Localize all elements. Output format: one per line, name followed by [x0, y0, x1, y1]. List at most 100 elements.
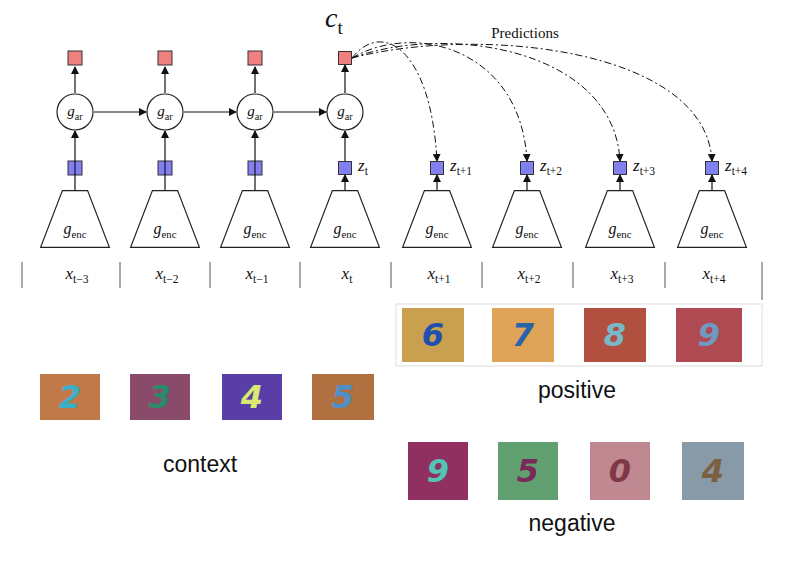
subscript: t−2 [163, 273, 179, 286]
symbol: x [610, 264, 618, 283]
subscript: enc [433, 228, 448, 240]
position-label: xt+1 [427, 264, 450, 286]
separator-tick [300, 262, 301, 288]
prediction-arrow [352, 42, 437, 161]
prediction-arrow [352, 44, 712, 161]
digit-glyph: 9 [698, 316, 720, 354]
digit-glyph: 3 [149, 378, 171, 416]
subscript: enc [341, 228, 356, 240]
autoregressive-cell: gar [236, 93, 274, 131]
symbol: g [157, 103, 165, 119]
subscript: t [349, 273, 352, 286]
math-label: genc [700, 220, 723, 240]
subscript: ar [345, 111, 353, 122]
symbol: z [450, 156, 457, 175]
symbol: g [608, 220, 616, 237]
digit-glyph: 0 [609, 452, 631, 490]
flow-arrow [164, 131, 165, 190]
group-label: context [163, 451, 237, 478]
math-label: gar [67, 103, 82, 122]
math-label: zt+2 [540, 156, 562, 178]
flow-arrow [526, 175, 527, 190]
symbol: g [247, 103, 255, 119]
context-vector [248, 51, 262, 65]
vector-square: zt+4 [705, 161, 719, 175]
math-label: genc [153, 220, 176, 240]
group-label: positive [538, 377, 616, 404]
encoder-block: genc [40, 190, 110, 248]
autoregressive-cell: gar [146, 93, 184, 131]
context-images [40, 374, 374, 420]
prediction-arrow [352, 43, 527, 161]
subscript: t−3 [73, 273, 89, 286]
symbol: z [540, 156, 547, 175]
math-label: genc [63, 220, 86, 240]
math-label: genc [515, 220, 538, 240]
math-label: zt+3 [633, 156, 655, 178]
subscript: t+1 [457, 165, 473, 178]
output-arrow [164, 67, 165, 93]
digit-glyph: 5 [332, 378, 354, 416]
autoregressive-cell: gar [56, 93, 94, 131]
flow-arrow [74, 131, 75, 190]
position-label: xt+2 [517, 264, 540, 286]
symbol: g [700, 220, 708, 237]
digit-glyph: 6 [422, 316, 444, 354]
subscript: ar [75, 111, 83, 122]
symbol: x [65, 264, 73, 283]
flow-arrow [436, 175, 437, 190]
symbol: c [325, 2, 337, 33]
separator-tick [665, 262, 666, 288]
subscript: enc [616, 228, 631, 240]
math-label: ct [325, 2, 343, 39]
position-label: xt+4 [702, 264, 725, 286]
symbol: g [63, 220, 71, 237]
subscript: enc [708, 228, 723, 240]
prediction-arrow [352, 43, 620, 161]
predictions-label: Predictions [488, 25, 562, 42]
subscript: ar [165, 111, 173, 122]
math-label: genc [243, 220, 266, 240]
symbol: g [67, 103, 75, 119]
subscript: enc [523, 228, 538, 240]
math-label: genc [425, 220, 448, 240]
digit-glyph: 7 [512, 316, 534, 354]
position-label: xt−1 [245, 264, 268, 286]
encoder-block: genc [585, 190, 655, 248]
subscript: t+1 [435, 273, 451, 286]
encoder-block: genc [492, 190, 562, 248]
encoder-block: genc [402, 190, 472, 248]
symbol: x [245, 264, 253, 283]
digit-glyph: 4 [241, 378, 263, 416]
vector-square: ct [338, 51, 352, 65]
symbol: x [702, 264, 710, 283]
symbol: x [155, 264, 163, 283]
encoder-block: genc [310, 190, 380, 248]
flow-arrow [94, 111, 146, 112]
digit-glyph: 4 [702, 452, 724, 490]
output-arrow [74, 67, 75, 93]
math-label: gar [157, 103, 172, 122]
symbol: g [425, 220, 433, 237]
digit-glyph: 5 [517, 452, 539, 490]
flow-arrow [344, 131, 345, 161]
subscript: t [337, 17, 342, 38]
symbol: z [725, 156, 732, 175]
separator-tick [210, 262, 211, 288]
position-label: xt−2 [155, 264, 178, 286]
subscript: t−1 [253, 273, 269, 286]
math-label: gar [337, 103, 352, 122]
position-label: xt [342, 264, 353, 286]
autoregressive-cell: gar [326, 93, 364, 131]
symbol: g [337, 103, 345, 119]
math-label: zt+1 [450, 156, 472, 178]
separator-tick [391, 262, 392, 288]
math-label: genc [333, 220, 356, 240]
position-label: xt+3 [610, 264, 633, 286]
symbol: g [243, 220, 251, 237]
symbol: x [427, 264, 435, 283]
output-arrow [254, 67, 255, 93]
symbol: z [358, 156, 365, 175]
separator-tick [120, 262, 121, 288]
